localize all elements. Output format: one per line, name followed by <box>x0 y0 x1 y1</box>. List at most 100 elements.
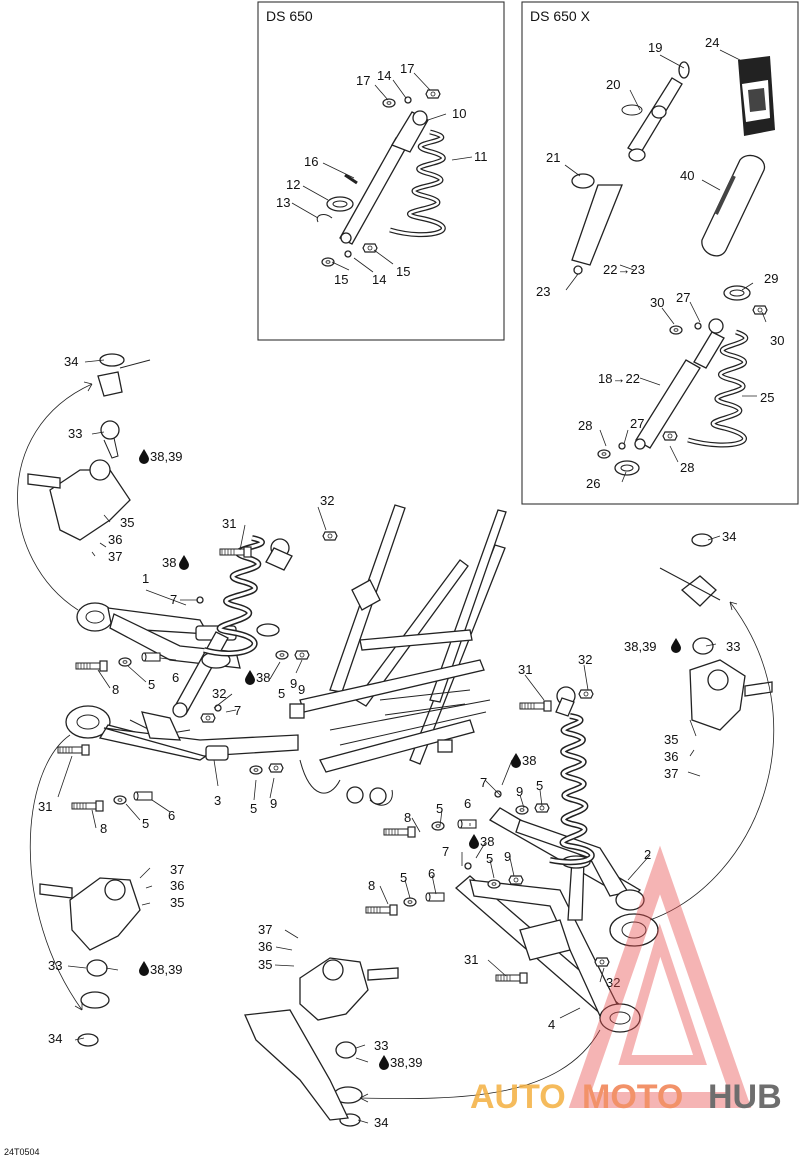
ds650-shock-absorber <box>316 110 429 245</box>
left-upper-knuckle <box>27 353 151 541</box>
callout-label: 2 <box>644 847 651 862</box>
callout-label: 9 <box>298 682 305 697</box>
callout-label: 36 <box>258 939 272 954</box>
callout-label: 38,39 <box>624 639 657 654</box>
callout-label: 28 <box>680 460 694 475</box>
callout-label: 36 <box>170 878 184 893</box>
callout-label: 15 <box>396 264 410 279</box>
callout-label: 8 <box>100 821 107 836</box>
callout-label: 11 <box>474 149 488 164</box>
oil-bottle <box>738 56 775 136</box>
ds650-title: DS 650 <box>266 8 313 24</box>
lower-right-a-arm <box>455 875 659 1033</box>
assembly-arrows <box>17 381 775 1103</box>
callout-label: 5 <box>142 816 149 831</box>
callout-label: 8 <box>112 682 119 697</box>
watermark-logo: AUTO MOTO HUB <box>470 845 782 1116</box>
callout-label: 26 <box>586 476 600 491</box>
callout-label: 14 <box>372 272 386 287</box>
upper-right-a-arm <box>489 807 645 911</box>
callout-label: 14 <box>377 68 391 83</box>
lower-left-a-arm <box>65 705 299 761</box>
main-callout-labels: 34 33 38,39 35 36 37 32 31 38 1 7 6 8 5 … <box>38 354 740 1130</box>
callout-label: 30 <box>770 333 784 348</box>
callout-label: 6 <box>168 808 175 823</box>
callout-label: 31 <box>222 516 236 531</box>
callout-label: 34 <box>374 1115 388 1130</box>
callout-label: 35 <box>664 732 678 747</box>
callout-label: 12 <box>286 177 300 192</box>
callout-label: 37 <box>170 862 184 877</box>
callout-label: 31 <box>38 799 52 814</box>
callout-label: 5 <box>436 801 443 816</box>
callout-label: 38,39 <box>390 1055 423 1070</box>
callout-label: 20 <box>606 77 620 92</box>
callout-label: 29 <box>764 271 778 286</box>
callout-label: 27 <box>630 416 644 431</box>
callout-label: 35 <box>120 515 134 530</box>
callout-label: 3 <box>214 793 221 808</box>
callout-label: 9 <box>504 849 511 864</box>
callout-label: 36 <box>664 749 678 764</box>
callout-label: 38,39 <box>150 962 183 977</box>
callout-label: 33 <box>48 958 62 973</box>
callout-label: 5 <box>278 686 285 701</box>
right-upper-knuckle <box>659 533 773 731</box>
leader-lines <box>57 49 767 1124</box>
ds650x-inset-box <box>521 1 799 505</box>
callout-label: 38 <box>256 670 270 685</box>
right-front-coil-spring <box>549 713 595 866</box>
callout-label: 1 <box>142 571 149 586</box>
callout-label: 5 <box>536 778 543 793</box>
callout-label: 38 <box>522 753 536 768</box>
callout-label: 34 <box>722 529 736 544</box>
callout-label: 21 <box>546 150 560 165</box>
callout-label: 35 <box>258 957 272 972</box>
callout-label: 35 <box>170 895 184 910</box>
drawing-code: 24T0504 <box>4 1147 40 1157</box>
ds650-inset-box <box>257 1 505 341</box>
callout-label: 31 <box>464 952 478 967</box>
callout-label: 38,39 <box>150 449 183 464</box>
callout-label: 32 <box>578 652 592 667</box>
left-lower-knuckle <box>39 877 141 1047</box>
callout-label: 40 <box>680 168 694 183</box>
spring-cover-sleeve <box>701 154 766 257</box>
watermark-hub: HUB <box>708 1078 782 1116</box>
callout-label: 8 <box>368 878 375 893</box>
vehicle-frame <box>289 504 507 806</box>
callout-label: 16 <box>304 154 318 169</box>
ds650-coil-spring <box>389 129 446 238</box>
callout-label: 15 <box>334 272 348 287</box>
callout-label: 32 <box>212 686 226 701</box>
callout-label: 30 <box>650 295 664 310</box>
ds650x-reservoir-shock <box>571 61 690 275</box>
callout-label: 33 <box>726 639 740 654</box>
callout-label: 6 <box>172 670 179 685</box>
callout-label: 36 <box>108 532 122 547</box>
callout-label: 33 <box>374 1038 388 1053</box>
watermark-auto: AUTO <box>470 1078 566 1116</box>
callout-label: 38 <box>480 834 494 849</box>
ds650-callout-labels: 17 14 17 10 11 16 12 13 15 14 15 <box>276 61 488 287</box>
watermark-moto: MOTO <box>582 1078 683 1116</box>
callout-label: 6 <box>464 796 471 811</box>
callout-label: 31 <box>518 662 532 677</box>
callout-label: 22→23 <box>603 262 645 277</box>
callout-label: 33 <box>68 426 82 441</box>
callout-label: 6 <box>428 866 435 881</box>
callout-label: 7 <box>480 775 487 790</box>
right-lower-knuckle <box>244 957 399 1127</box>
callout-label: 17 <box>356 73 370 88</box>
callout-label: 5 <box>400 870 407 885</box>
callout-label: 28 <box>578 418 592 433</box>
callout-label: 5 <box>148 677 155 692</box>
callout-label: 32 <box>320 493 334 508</box>
callout-label: 19 <box>648 40 662 55</box>
callout-label: 37 <box>258 922 272 937</box>
callout-label: 25 <box>760 390 774 405</box>
callout-label: 13 <box>276 195 290 210</box>
callout-label: 5 <box>486 851 493 866</box>
